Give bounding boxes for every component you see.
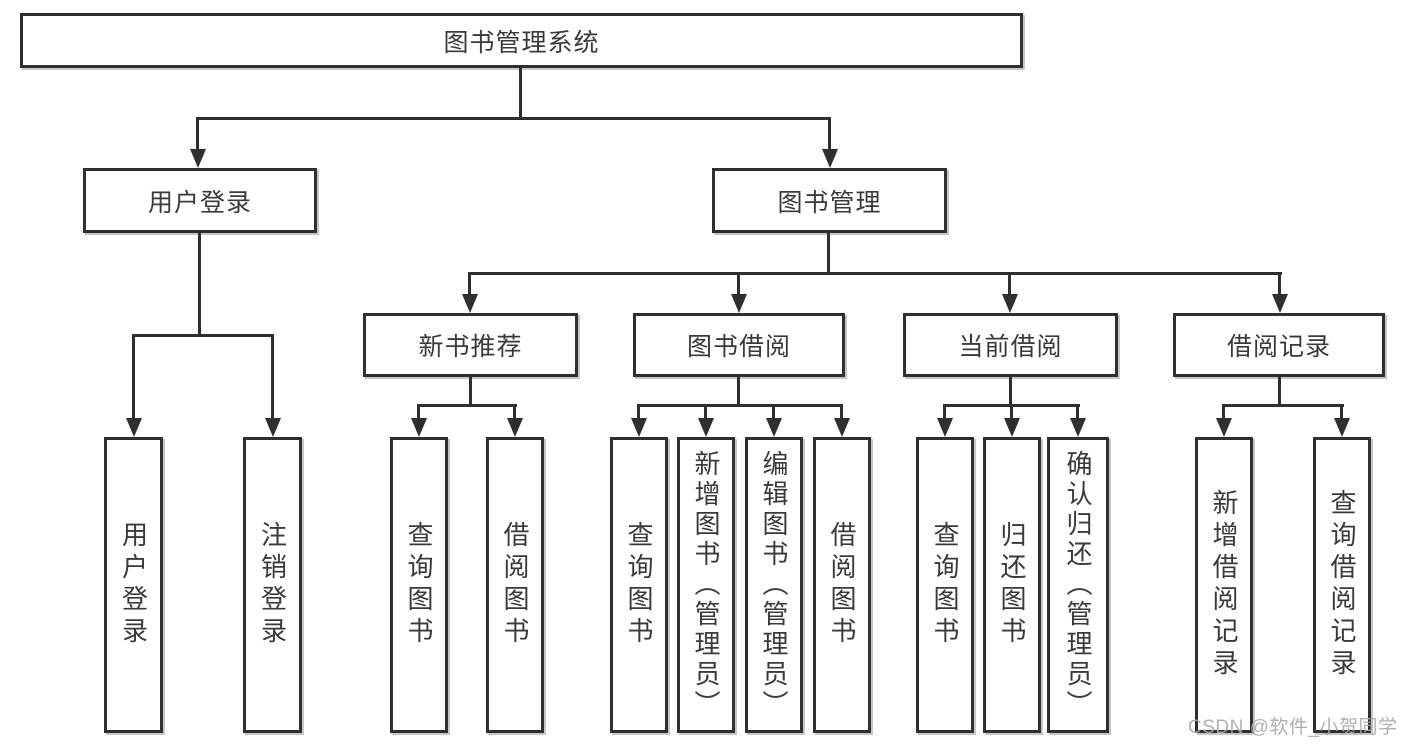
arrow-down-leaf-logout bbox=[265, 418, 281, 437]
arrow-down-bb-child1 bbox=[631, 418, 647, 437]
leaf-edit-books-admin: 编辑图书（管理员） bbox=[745, 437, 803, 733]
connector-to-leaf-logout bbox=[271, 334, 274, 420]
node-root: 图书管理系统 bbox=[20, 13, 1023, 68]
connector-new-book-stem bbox=[469, 374, 472, 407]
leaf-query-books-borrow-label: 查询图书 bbox=[624, 521, 654, 649]
node-book-borrow: 图书借阅 bbox=[633, 313, 845, 377]
connector-user-login-bar bbox=[132, 334, 274, 337]
connector-to-new-book-recommend bbox=[468, 272, 471, 296]
connector-bb-child2 bbox=[704, 404, 707, 421]
connector-br-child2 bbox=[1340, 404, 1343, 421]
leaf-add-books-admin-label: 新增图书（管理员） bbox=[691, 450, 721, 720]
node-book-management: 图书管理 bbox=[712, 168, 947, 233]
leaf-query-books-current-label: 查询图书 bbox=[930, 521, 960, 649]
leaf-user-login-label: 用户登录 bbox=[118, 521, 149, 649]
arrow-down-borrow-records bbox=[1272, 294, 1288, 313]
node-new-book-recommend-label: 新书推荐 bbox=[418, 333, 523, 361]
leaf-edit-books-admin-label: 编辑图书（管理员） bbox=[759, 450, 789, 720]
leaf-confirm-return-admin-label: 确认归还（管理员） bbox=[1063, 450, 1093, 720]
leaf-return-books-label: 归还图书 bbox=[997, 521, 1027, 649]
arrow-down-br-child1 bbox=[1216, 418, 1232, 437]
node-borrow-records-label: 借阅记录 bbox=[1226, 333, 1331, 361]
connector-bb-child1 bbox=[637, 404, 640, 421]
arrow-down-book-borrow bbox=[731, 294, 747, 313]
connector-root-stem bbox=[519, 66, 522, 119]
node-book-borrow-label: 图书借阅 bbox=[686, 333, 791, 361]
leaf-return-books: 归还图书 bbox=[983, 437, 1041, 733]
connector-borrow-records-stem bbox=[1278, 374, 1281, 407]
connector-to-book-borrow bbox=[737, 272, 740, 296]
connector-cb-child1 bbox=[943, 404, 946, 421]
node-current-borrow-label: 当前借阅 bbox=[958, 333, 1063, 361]
connector-bb-child3 bbox=[772, 404, 775, 421]
node-root-label: 图书管理系统 bbox=[443, 28, 600, 57]
connector-current-borrow-stem bbox=[1009, 374, 1012, 407]
connector-br-child1 bbox=[1222, 404, 1225, 421]
leaf-query-books-recommend: 查询图书 bbox=[390, 437, 448, 733]
leaf-borrow-books-recommend-label: 借阅图书 bbox=[500, 521, 530, 649]
node-user-login: 用户登录 bbox=[83, 168, 317, 233]
connector-book-borrow-bar bbox=[637, 404, 843, 407]
csdn-watermark: CSDN @软件_小贺同学 bbox=[1188, 717, 1398, 738]
leaf-query-borrow-record-label: 查询借阅记录 bbox=[1327, 489, 1357, 681]
arrow-down-bb-child3 bbox=[766, 418, 782, 437]
connector-root-bar bbox=[196, 117, 831, 120]
connector-book-borrow-stem bbox=[737, 374, 740, 407]
arrow-down-bb-child4 bbox=[834, 418, 850, 437]
arrow-down-leaf-user-login bbox=[126, 418, 142, 437]
leaf-confirm-return-admin: 确认归还（管理员） bbox=[1047, 437, 1109, 733]
connector-to-current-borrow bbox=[1008, 272, 1011, 296]
connector-cb-child3 bbox=[1076, 404, 1079, 421]
leaf-query-books-borrow: 查询图书 bbox=[610, 437, 668, 733]
connector-new-book-bar bbox=[417, 404, 517, 407]
arrow-down-nb-child2 bbox=[507, 418, 523, 437]
connector-book-management-stem bbox=[827, 231, 830, 275]
arrow-down-new-book-recommend bbox=[462, 294, 478, 313]
leaf-user-login: 用户登录 bbox=[104, 437, 163, 733]
connector-to-leaf-user-login bbox=[132, 334, 135, 420]
connector-nb-child1 bbox=[417, 404, 420, 421]
connector-to-borrow-records bbox=[1278, 272, 1281, 296]
leaf-query-books-current: 查询图书 bbox=[916, 437, 974, 733]
leaf-query-books-recommend-label: 查询图书 bbox=[404, 521, 434, 649]
connector-to-book-management bbox=[828, 117, 831, 151]
leaf-logout: 注销登录 bbox=[243, 437, 302, 733]
leaf-query-borrow-record: 查询借阅记录 bbox=[1313, 437, 1371, 733]
connector-bb-child4 bbox=[840, 404, 843, 421]
node-current-borrow: 当前借阅 bbox=[903, 313, 1118, 377]
leaf-add-books-admin: 新增图书（管理员） bbox=[677, 437, 735, 733]
arrow-down-nb-child1 bbox=[411, 418, 427, 437]
leaf-borrow-books-label: 借阅图书 bbox=[827, 521, 857, 649]
node-new-book-recommend: 新书推荐 bbox=[363, 313, 578, 377]
leaf-borrow-books-recommend: 借阅图书 bbox=[486, 437, 544, 733]
node-book-management-label: 图书管理 bbox=[777, 188, 882, 217]
node-borrow-records: 借阅记录 bbox=[1173, 313, 1385, 377]
connector-borrow-records-bar bbox=[1222, 404, 1344, 407]
arrow-down-book-management bbox=[822, 149, 838, 168]
arrow-down-current-borrow bbox=[1002, 294, 1018, 313]
arrow-down-br-child2 bbox=[1334, 418, 1350, 437]
arrow-down-cb-child1 bbox=[937, 418, 953, 437]
leaf-logout-label: 注销登录 bbox=[257, 521, 288, 649]
connector-nb-child2 bbox=[513, 404, 516, 421]
arrow-down-user-login bbox=[190, 149, 206, 168]
arrow-down-cb-child2 bbox=[1004, 418, 1020, 437]
connector-to-user-login bbox=[196, 117, 199, 151]
arrow-down-bb-child2 bbox=[698, 418, 714, 437]
leaf-add-borrow-record-label: 新增借阅记录 bbox=[1209, 489, 1239, 681]
arrow-down-cb-child3 bbox=[1070, 418, 1086, 437]
connector-book-management-bar bbox=[468, 272, 1282, 275]
leaf-borrow-books: 借阅图书 bbox=[813, 437, 871, 733]
leaf-add-borrow-record: 新增借阅记录 bbox=[1195, 437, 1253, 733]
connector-cb-child2 bbox=[1010, 404, 1013, 421]
node-user-login-label: 用户登录 bbox=[147, 188, 252, 217]
connector-user-login-stem bbox=[198, 231, 201, 336]
